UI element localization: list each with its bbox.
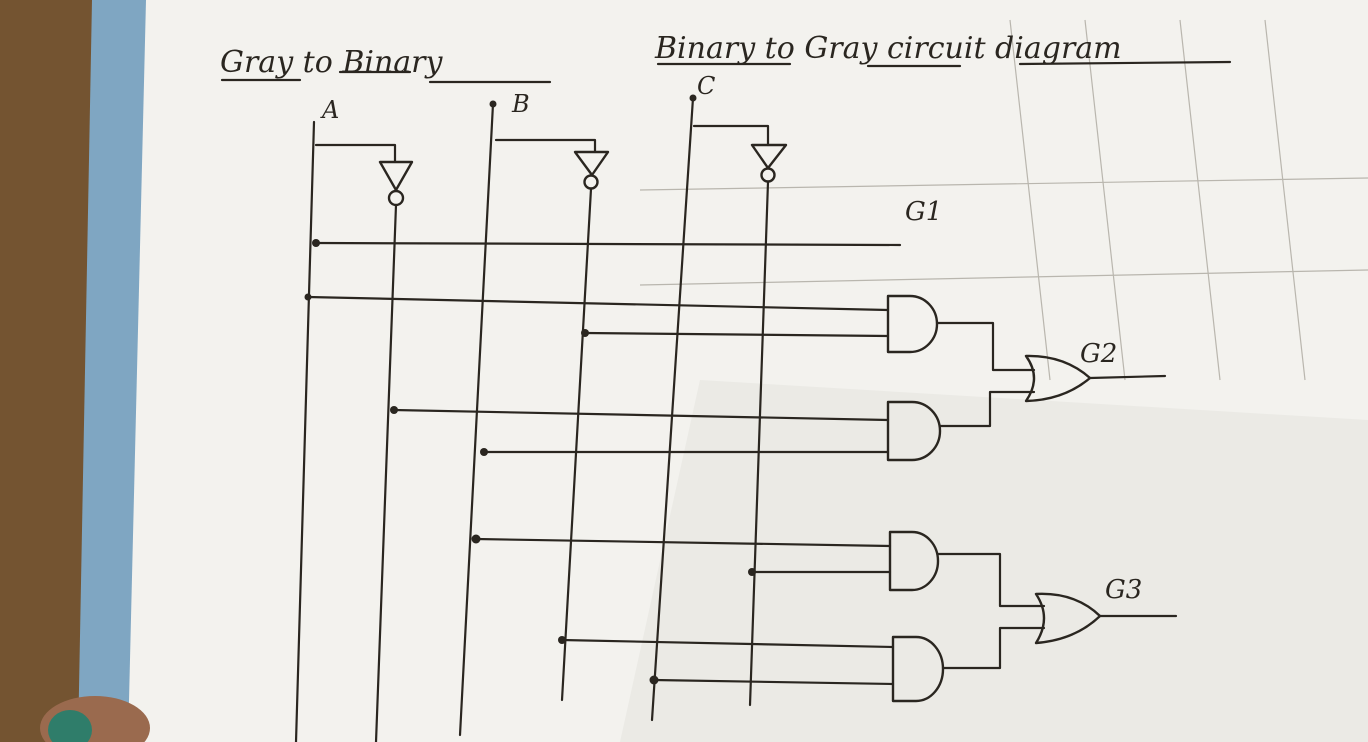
- not-gate-a: [378, 160, 414, 192]
- output-label-g3: G3: [1105, 575, 1142, 605]
- heading-right: Binary to Gray circuit diagram: [654, 31, 1122, 66]
- faint-grid: [639, 19, 1368, 381]
- heading-left: Gray to Binary: [220, 45, 444, 80]
- not-gate-b: [573, 150, 610, 177]
- input-label-a: A: [320, 96, 339, 124]
- and-gate-1: [886, 294, 939, 354]
- notebook-binding: [78, 0, 150, 742]
- and-gate-3: [888, 530, 940, 592]
- inverters: [314, 124, 788, 742]
- output-label-g1: G1: [905, 197, 942, 227]
- input-label-b: B: [511, 90, 530, 118]
- not-gate-c: [750, 143, 788, 170]
- input-label-c: C: [697, 72, 715, 100]
- input-rails: [294, 94, 697, 742]
- and-gate-4: [891, 635, 945, 703]
- and-gate-2: [886, 400, 942, 462]
- output-label-g2: G2: [1080, 339, 1117, 369]
- or-gate-g2: [1024, 354, 1092, 403]
- g1-wire: [314, 241, 902, 247]
- or-gate-g3: [1034, 592, 1102, 645]
